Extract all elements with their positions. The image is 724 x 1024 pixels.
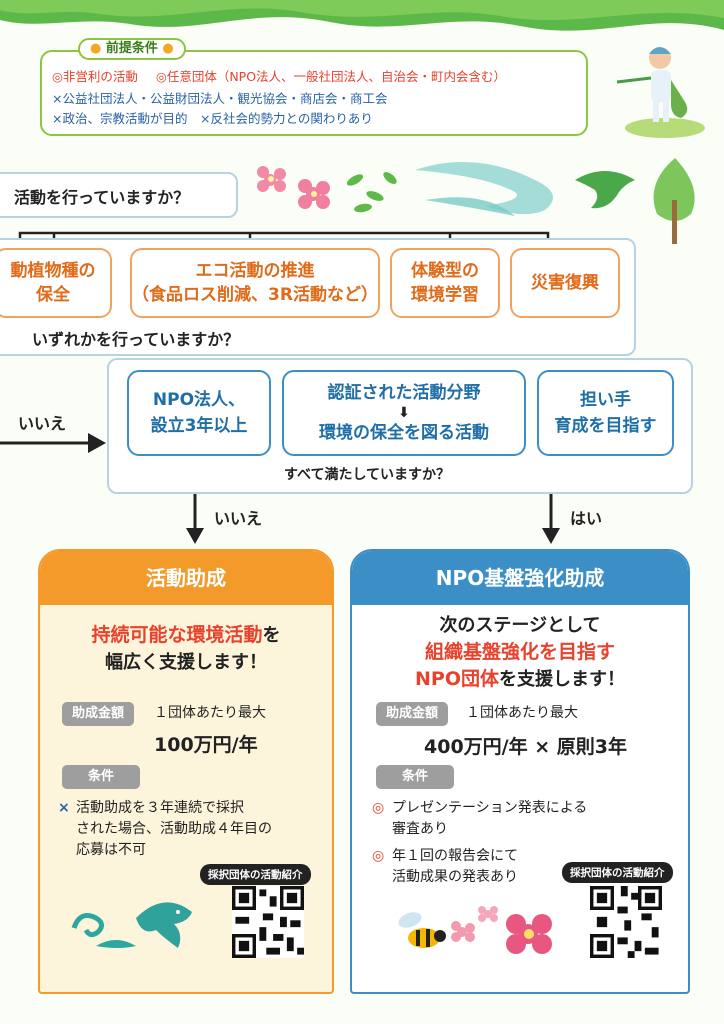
option-eco-activity-label: エコ活動の推進 （食品ロス削減、3R活動など）: [132, 261, 378, 305]
option-eco-activity: エコ活動の推進 （食品ロス削減、3R活動など）: [130, 248, 380, 318]
activity-grant-qr-label: 採択団体の活動紹介: [200, 864, 311, 885]
npo-grant-amount-text: １団体あたり最大: [466, 705, 578, 721]
npo-grant-amount-pill: 助成金額: [376, 702, 449, 726]
requirement-npo-3-years: NPO法人、 設立3年以上: [127, 370, 271, 456]
bullet-circle-icon: ◎: [372, 800, 385, 816]
arrow-right-icon: [0, 433, 106, 453]
npo-grant-qr-code[interactable]: [590, 886, 662, 958]
precondition-line-1: ◎非営利の活動 ◎任意団体（NPO法人、一般社団法人、自治会・町内会含む）: [52, 68, 506, 86]
question-any-activity: いずれかを行っていますか？: [32, 330, 240, 349]
npo-grant-qr-label: 採択団体の活動紹介: [562, 862, 673, 883]
activity-grant-amount-text: １団体あたり最大: [154, 705, 266, 721]
branch-no-label: いいえ: [214, 509, 263, 528]
npo-foundation-grant-lead: 次のステージとして 組織基盤強化を目指す NPO団体を支援します！: [350, 612, 690, 693]
activity-grant-lead-highlight: 持続可能な環境活動: [91, 624, 263, 646]
requirement-develop-leaders-label: 担い手 育成を目指す: [554, 390, 657, 436]
arrow-down-no-icon: [186, 494, 204, 544]
question-all-requirements: すべて満たしていますか？: [284, 467, 451, 483]
precondition-nonprofit: ◎非営利の活動: [52, 69, 138, 84]
option-experiential-learning-label: 体験型の 環境学習: [411, 261, 479, 305]
activity-grant-lead-line2: 幅広く支援します！: [105, 652, 267, 673]
precondition-line-3: ×政治、宗教活動が目的 ×反社会的勢力との関わりあり: [52, 111, 373, 126]
requirement-activity-field-bottom: 環境の保全を図る活動: [319, 423, 489, 443]
npo-grant-amount-value: 400万円/年 × 原則3年: [424, 736, 627, 758]
cross-icon: ×: [58, 800, 70, 816]
arrow-down-yes-icon: [542, 494, 560, 544]
npo-grant-condition-presentation: プレゼンテーション発表による 審査あり: [392, 800, 588, 837]
activity-grant-conditions-pill: 条件: [62, 765, 140, 789]
requirement-develop-leaders: 担い手 育成を目指す: [537, 370, 674, 456]
option-experiential-learning: 体験型の 環境学習: [390, 248, 500, 318]
child-collecting-litter-illustration: [616, 47, 705, 138]
requirement-activity-field: 認証された活動分野 ⬇ 環境の保全を図る活動: [282, 370, 526, 456]
option-species-conservation: 動植物種の 保全: [0, 248, 112, 318]
activity-grant-lead-tail: を: [262, 625, 281, 646]
requirement-activity-field-top: 認証された活動分野: [327, 383, 481, 403]
question-activity: 活動を行っていますか？: [14, 188, 190, 207]
requirement-npo-3-years-label: NPO法人、 設立3年以上: [150, 390, 248, 436]
activity-grant-amount-value: 100万円/年: [154, 734, 258, 756]
preconditions-tag: ● 前提条件 ●: [78, 38, 186, 60]
precondition-voluntary-group: ◎任意団体（NPO法人、一般社団法人、自治会・町内会含む）: [155, 69, 507, 84]
option-species-conservation-label: 動植物種の 保全: [10, 261, 96, 305]
precondition-line-2: ×公益社団法人・公益財団法人・観光協会・商店会・商工会: [52, 91, 388, 106]
activity-grant-lead: 持続可能な環境活動を 幅広く支援します！: [38, 622, 334, 676]
activity-grant-title: 活動助成: [40, 551, 332, 605]
bee-flowers-illustration: [398, 906, 552, 954]
preconditions-tag-label: 前提条件: [105, 41, 158, 56]
header-wave-decoration: [0, 0, 724, 31]
npo-foundation-grant-lead-highlight2: NPO団体: [415, 668, 499, 690]
fish-wave-illustration: [71, 902, 192, 948]
nature-decoration: [257, 158, 695, 244]
activity-grant-amount-pill: 助成金額: [62, 702, 135, 726]
preconditions-box: [40, 50, 588, 136]
npo-foundation-grant-lead-tail: を支援します！: [498, 669, 625, 690]
option-disaster-recovery: 災害復興: [510, 248, 620, 318]
option-disaster-recovery-label: 災害復興: [531, 273, 599, 293]
npo-grant-condition-report: 年１回の報告会にて 活動成果の発表あり: [392, 848, 518, 885]
npo-foundation-grant-lead-highlight1: 組織基盤強化を目指す: [424, 641, 615, 663]
activity-grant-condition: 活動助成を３年連続で採択 された場合、活動助成４年目の 応募は不可: [76, 800, 272, 858]
npo-grant-conditions-pill: 条件: [376, 765, 454, 789]
branch-yes-label: はい: [570, 509, 603, 528]
npo-foundation-grant-title: NPO基盤強化助成: [352, 551, 688, 605]
bullet-circle-icon: ◎: [372, 848, 385, 864]
npo-foundation-grant-lead-line1: 次のステージとして: [439, 615, 601, 636]
no-label-left: いいえ: [18, 414, 67, 433]
arrow-down-icon: ⬇: [398, 405, 410, 421]
activity-grant-qr-code[interactable]: [232, 886, 304, 958]
question-activity-box: [0, 172, 238, 218]
